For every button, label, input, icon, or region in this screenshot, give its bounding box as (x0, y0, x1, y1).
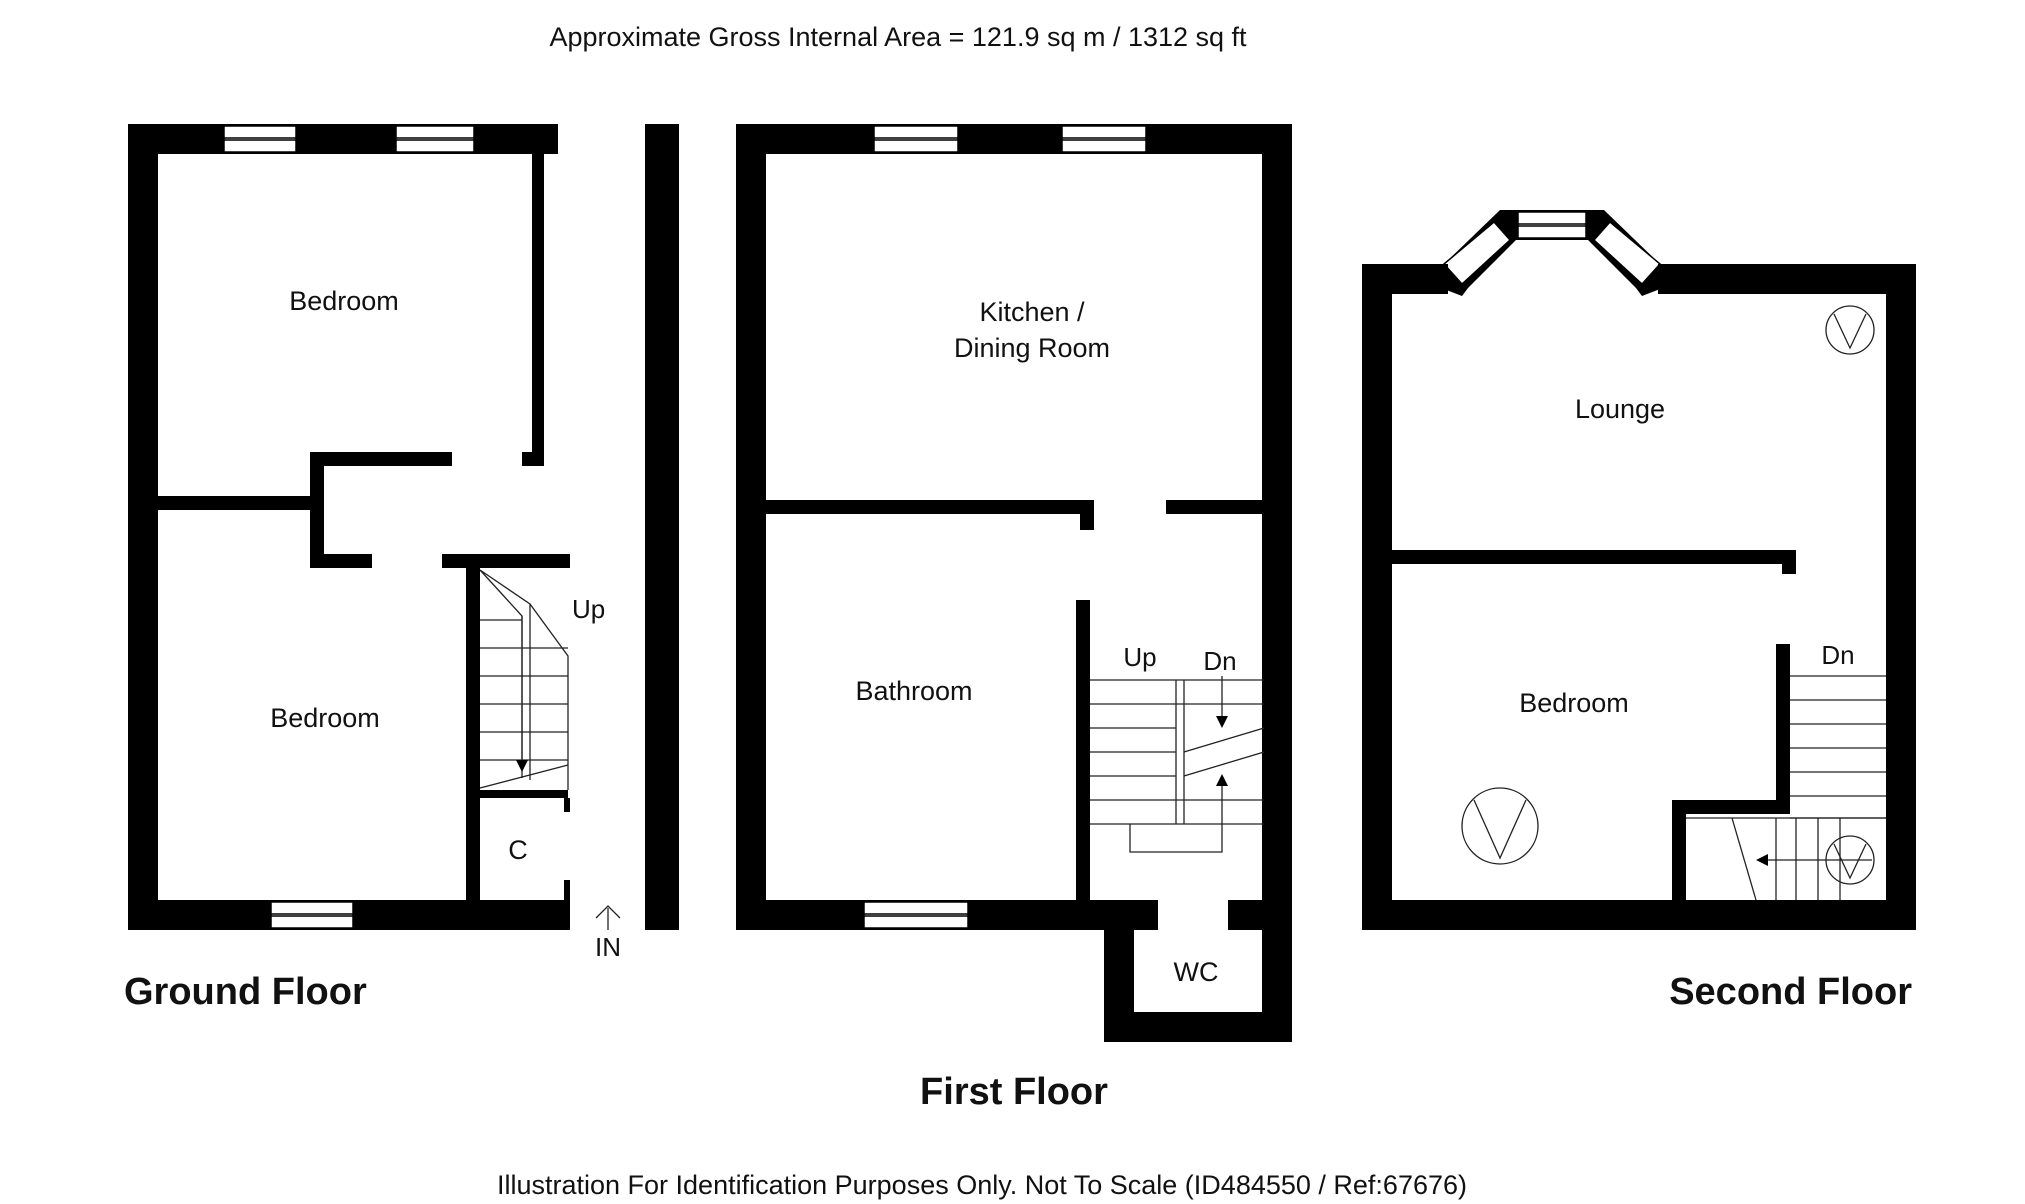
room-label-bedroom-front: Bedroom (289, 286, 399, 316)
room-label-wc: WC (1174, 957, 1219, 987)
stair (1686, 675, 1886, 901)
second-floor-title: Second Floor (1669, 971, 1912, 1013)
stair-label-down: Dn (1203, 646, 1236, 676)
entrance-arrow-icon (595, 905, 621, 930)
room-label-kitchen-line2: Dining Room (954, 333, 1110, 363)
ground-floor-plan: Bedroom Bedroom C Up IN Ground Floor (124, 124, 679, 1013)
room-label-cupboard: C (508, 835, 528, 865)
skylight-icon (1825, 305, 1875, 355)
ground-floor-title: Ground Floor (124, 971, 367, 1013)
room-label-bathroom: Bathroom (855, 676, 972, 706)
stair-label-down: Dn (1821, 640, 1854, 670)
first-floor-title: First Floor (920, 1071, 1108, 1113)
disclaimer: Illustration For Identification Purposes… (497, 1170, 1467, 1200)
skylight-icon (1825, 835, 1875, 885)
window (1592, 220, 1662, 286)
room-label-bedroom-rear: Bedroom (270, 703, 380, 733)
room-label-lounge: Lounge (1575, 394, 1665, 424)
entrance-label: IN (595, 932, 621, 962)
skylight-icon (1461, 787, 1539, 865)
room-label-bedroom: Bedroom (1519, 688, 1629, 718)
second-floor-plan: Lounge Bedroom Dn Second Floor (1362, 210, 1916, 1013)
stair (479, 569, 569, 790)
first-floor-plan: Kitchen / Dining Room Bathroom WC Up Dn … (736, 124, 1292, 1113)
gross-internal-area: Approximate Gross Internal Area = 121.9 … (549, 22, 1247, 52)
stair-label-up: Up (1123, 642, 1156, 672)
stair-label-up: Up (572, 594, 605, 624)
stair (1090, 676, 1265, 853)
room-label-kitchen-line1: Kitchen / (979, 297, 1085, 327)
window (1442, 220, 1512, 286)
